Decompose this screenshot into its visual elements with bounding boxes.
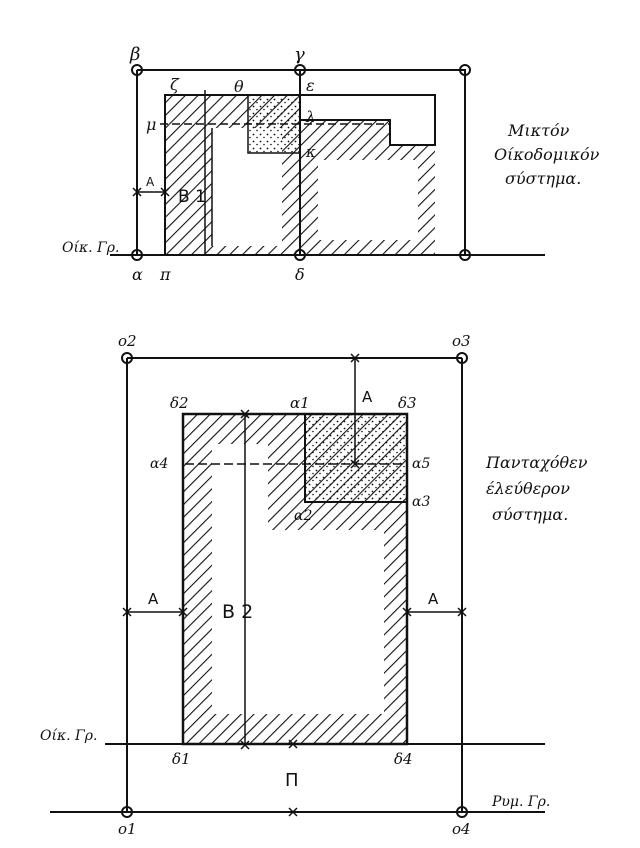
point-kappa-label: κ bbox=[305, 143, 316, 161]
distance-a-label-right: Α bbox=[428, 590, 439, 608]
point-d4-label: δ4 bbox=[394, 750, 413, 768]
dotted-zone-2 bbox=[305, 414, 407, 502]
point-mu-label: μ bbox=[146, 115, 156, 134]
point-alpha-label: α bbox=[132, 265, 143, 284]
mixed-system-plan: β γ ζ θ ε μ λ κ Α Β 1 Οίκ. Γρ. α π δ Μικ… bbox=[62, 44, 600, 284]
point-d2-label: δ2 bbox=[170, 394, 189, 412]
distance-a-label-1: Α bbox=[146, 175, 155, 189]
point-pi-label: π bbox=[159, 265, 171, 284]
building-line-label-2: Οίκ. Γρ. bbox=[40, 727, 97, 744]
point-a3-label: α3 bbox=[412, 494, 430, 510]
caption-1-line-3: σύστημα. bbox=[505, 169, 581, 188]
point-a5-label: α5 bbox=[412, 456, 430, 472]
building-line-label-1: Οίκ. Γρ. bbox=[62, 239, 119, 256]
point-delta-label: δ bbox=[295, 265, 305, 284]
caption-2-line-1: Πανταχόθεν bbox=[485, 453, 588, 472]
point-gamma-label: γ bbox=[294, 44, 305, 65]
point-a4-label: α4 bbox=[150, 456, 168, 472]
point-a1-label: α1 bbox=[290, 394, 310, 412]
distance-a-label-left: Α bbox=[148, 590, 159, 608]
detached-system-plan: ο2 ο3 ο1 ο4 δ2 δ3 δ1 δ4 α1 α2 α3 α4 α5 Α… bbox=[40, 332, 588, 838]
point-zeta-label: ζ bbox=[170, 75, 180, 94]
region-b1-label: Β 1 bbox=[178, 187, 206, 207]
point-o1-label: ο1 bbox=[118, 820, 137, 838]
point-o4-label: ο4 bbox=[452, 820, 471, 838]
point-d1-label: δ1 bbox=[172, 750, 191, 768]
distance-a-label-top: Α bbox=[362, 388, 373, 406]
caption-2-line-3: σύστημα. bbox=[492, 505, 568, 524]
point-a2-label: α2 bbox=[294, 508, 312, 524]
point-beta-label: β bbox=[129, 44, 140, 65]
region-b2-label: Β 2 bbox=[222, 601, 253, 623]
point-epsilon-label: ε bbox=[306, 76, 315, 95]
regulation-line-label: Ρυμ. Γρ. bbox=[491, 794, 550, 810]
caption-1-line-1: Μικτόν bbox=[507, 121, 570, 140]
point-d3-label: δ3 bbox=[398, 394, 417, 412]
point-lambda-label: λ bbox=[305, 108, 316, 126]
caption-2-line-2: έλεύθερον bbox=[486, 479, 570, 498]
caption-1-line-2: Οίκοδομικόν bbox=[494, 145, 600, 164]
point-o3-label: ο3 bbox=[452, 332, 471, 350]
street-label: Π bbox=[285, 770, 299, 791]
point-theta-label: θ bbox=[234, 77, 244, 96]
point-o2-label: ο2 bbox=[118, 332, 137, 350]
